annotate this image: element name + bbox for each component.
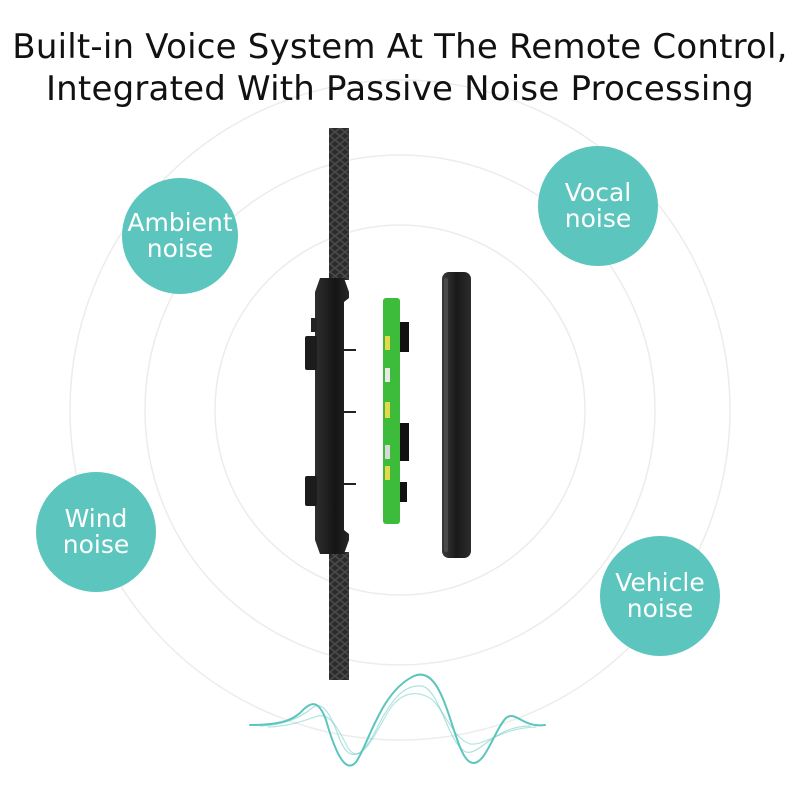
page-title: Built-in Voice System At The Remote Cont…	[0, 26, 800, 110]
wind-noise-label-2: noise	[62, 530, 130, 559]
ring-middle	[144, 154, 656, 666]
ambient-noise-label-1: Ambient	[127, 208, 233, 237]
ring-inner	[214, 224, 586, 596]
ambient-noise-badge: Ambient noise	[122, 178, 238, 294]
vehicle-noise-label-1: Vehicle	[615, 568, 705, 597]
title-line-2: Integrated With Passive Noise Processing	[45, 69, 755, 109]
sound-wave	[249, 673, 546, 767]
back-cover	[442, 272, 471, 558]
volume-up-button	[305, 336, 317, 370]
vehicle-noise-label-2: noise	[626, 594, 694, 623]
vehicle-noise-badge: Vehicle noise	[600, 536, 720, 656]
wind-noise-label-1: Wind	[64, 504, 128, 533]
volume-down-button	[305, 476, 317, 506]
ambient-noise-label-2: noise	[146, 234, 214, 263]
braided-cable	[329, 128, 349, 680]
circuit-board	[383, 298, 409, 524]
title-line-1: Built-in Voice System At The Remote Cont…	[12, 27, 788, 67]
side-button-small	[311, 318, 317, 332]
remote-control	[305, 278, 356, 554]
vocal-noise-badge: Vocal noise	[538, 146, 658, 266]
vocal-noise-label-2: noise	[564, 204, 632, 233]
vocal-noise-label-1: Vocal	[564, 178, 632, 207]
ring-outer	[69, 79, 731, 741]
wind-noise-badge: Wind noise	[36, 472, 156, 592]
concentric-rings	[69, 79, 731, 741]
